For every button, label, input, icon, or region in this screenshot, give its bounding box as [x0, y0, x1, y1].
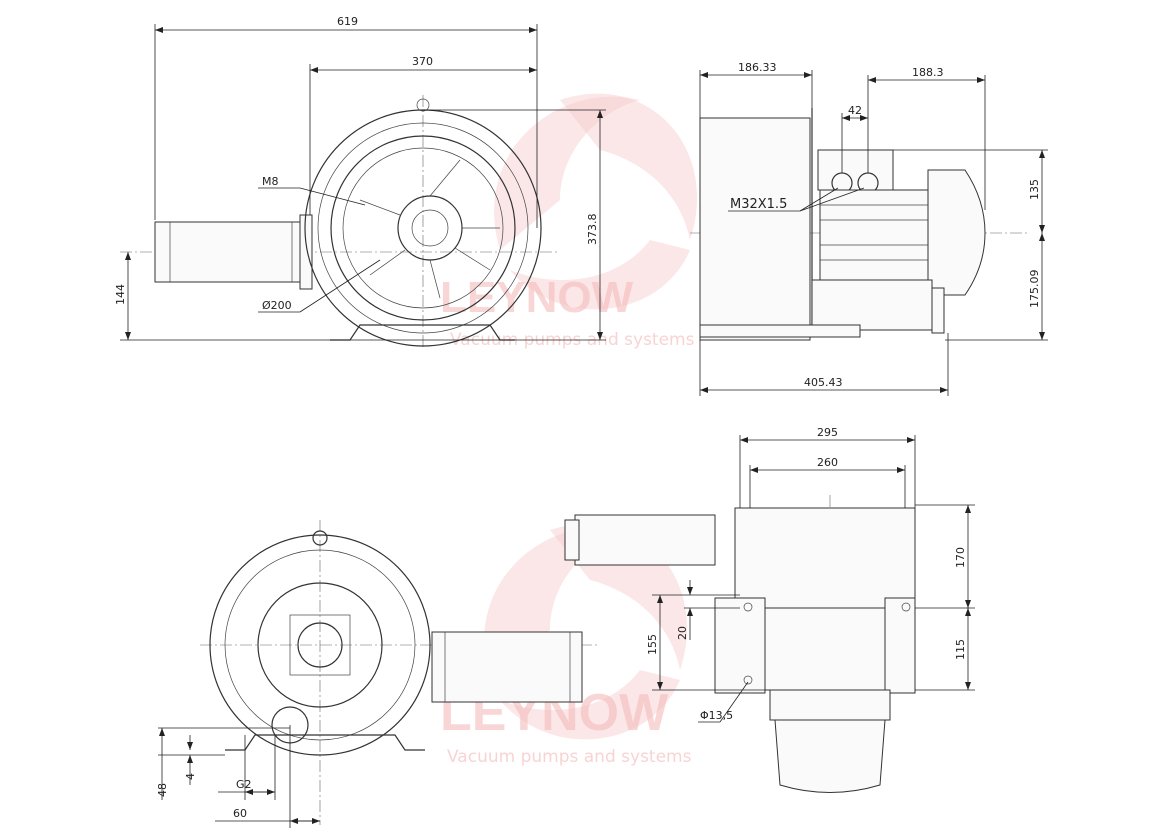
motor-body [431, 631, 583, 703]
thread-label: M8 [262, 175, 279, 188]
fan-cover [774, 719, 886, 793]
watermark-brand-top: LEYNOW [440, 273, 634, 322]
dim-motor-depth: 188.3 [912, 66, 944, 79]
dim-port-offset: 60 [233, 807, 247, 820]
dim-lower-height: 175.09 [1028, 270, 1041, 309]
dim-slot-offset: 20 [676, 626, 689, 640]
side-view: 186.33 188.3 42 135 175.09 405.43 M32X1.… [690, 61, 1048, 396]
cable-gland-label: M32X1.5 [730, 197, 787, 212]
rear-view: 48 4 G2 60 [156, 520, 600, 828]
housing-upper [734, 507, 916, 609]
dim-overall-width: 619 [337, 15, 358, 28]
dim-foot-inner: 260 [817, 456, 838, 469]
dim-gland-spacing: 42 [848, 104, 862, 117]
dim-housing-width: 370 [412, 55, 433, 68]
blower-housing [699, 117, 811, 341]
housing-lower [764, 607, 886, 691]
motor-fins [819, 189, 931, 281]
bore-label: Ø200 [262, 299, 292, 312]
hub [397, 195, 463, 261]
hole-label: Φ13,5 [700, 709, 733, 722]
dim-foot-height: 48 [156, 783, 169, 797]
dim-lower: 115 [954, 639, 967, 660]
dim-upper-height: 135 [1028, 179, 1041, 200]
watermark-tagline-bottom: Vacuum pumps and systems [447, 747, 692, 767]
front-view: 619 370 373.8 144 M8 Ø200 [114, 15, 606, 350]
dim-upper: 170 [954, 547, 967, 568]
port-label: G2 [236, 778, 252, 791]
dim-housing-depth: 186.33 [738, 61, 777, 74]
housing-fins [209, 534, 431, 756]
dim-foot-outer: 295 [817, 426, 838, 439]
dim-foot-thickness: 4 [184, 773, 197, 780]
fan-cover [927, 169, 986, 296]
dim-height: 373.8 [586, 214, 599, 246]
motor-body [154, 221, 306, 283]
terminal-box [817, 149, 894, 191]
dim-slot-length: 155 [646, 634, 659, 655]
dim-overall-depth: 405.43 [804, 376, 843, 389]
top-view: 295 260 170 115 155 20 Φ13,5 [564, 426, 975, 793]
dim-motor-axis-height: 144 [114, 284, 127, 305]
motor-body [574, 514, 716, 566]
